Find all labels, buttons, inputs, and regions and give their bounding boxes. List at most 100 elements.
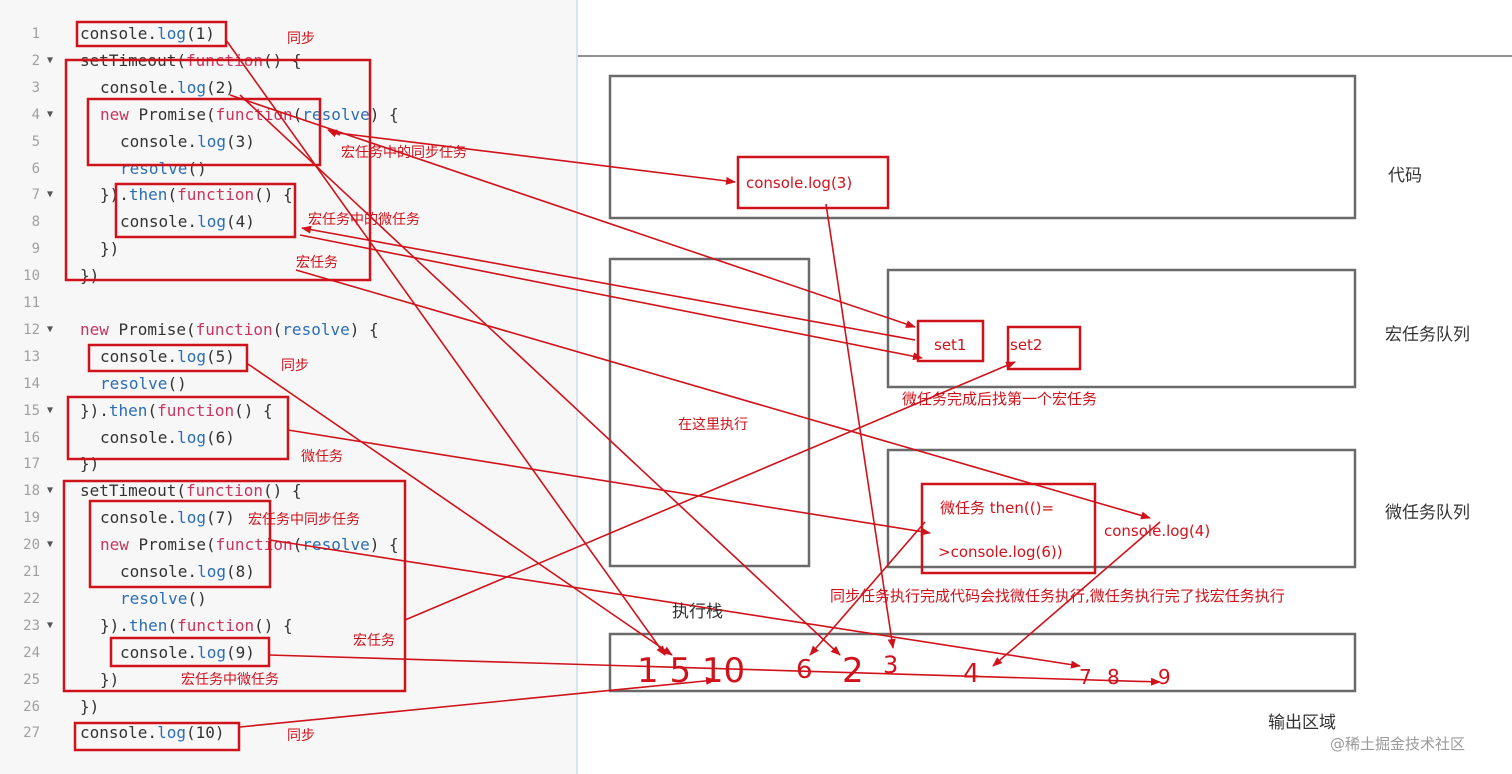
code-text: }).then(function() {	[80, 398, 273, 424]
code-token: resolve	[120, 158, 188, 178]
line-number: 12	[23, 321, 40, 338]
code-line-7: 7▼}).then(function() {	[0, 182, 577, 208]
code-token: resolve	[302, 535, 370, 555]
code-line-23: 23▼}).then(function() {	[0, 613, 577, 639]
line-number: 27	[23, 725, 40, 742]
fold-arrow-icon[interactable]: ▼	[47, 485, 54, 497]
fold-arrow-icon[interactable]: ▼	[47, 108, 54, 120]
line-number: 6	[31, 160, 40, 177]
code-token: (9)	[225, 642, 255, 662]
code-token: (4)	[225, 212, 255, 232]
arrow-log10-to-output	[239, 676, 716, 728]
line-number: 4	[31, 106, 40, 123]
code-token: new	[80, 319, 119, 339]
line-number: 13	[23, 348, 40, 365]
code-token: (	[167, 615, 178, 635]
box-log1	[75, 20, 228, 48]
output-3: 3	[883, 651, 899, 679]
code-token: new	[100, 535, 139, 555]
output-2: 2	[842, 651, 864, 691]
code-token: console.	[120, 562, 198, 581]
line-number: 3	[31, 79, 40, 96]
line-number: 2	[31, 52, 40, 69]
code-text: console.log(10)	[80, 720, 225, 746]
region-label-output: 输出区域	[1268, 713, 1336, 733]
code-token: console.	[120, 212, 198, 232]
annotation-micro-6: 微任务	[301, 449, 343, 465]
code-token: console.	[120, 131, 198, 151]
code-text: resolve()	[120, 586, 207, 612]
line-number: 17	[23, 456, 40, 473]
code-token: new	[100, 104, 139, 124]
macro-queue-box	[886, 268, 1357, 389]
code-text: console.log(1)	[80, 21, 215, 47]
output-6: 6	[796, 655, 813, 685]
line-number: 21	[23, 564, 40, 580]
code-token: then	[128, 185, 168, 205]
code-line-9: 9})	[0, 236, 577, 262]
arrow-set1-to-log4	[301, 225, 916, 341]
watermark: @稀土掘金技术社区	[1330, 735, 1466, 753]
fold-arrow-icon[interactable]: ▼	[47, 619, 54, 631]
code-text: new Promise(function(resolve) {	[80, 317, 379, 343]
note-order-rule: 同步任务执行完成代码会找微任务执行,微任务执行完了找宏任务执行	[830, 587, 1285, 605]
code-token: ()	[187, 588, 207, 608]
line-number: 18	[23, 483, 40, 500]
box-log5	[87, 343, 249, 373]
arrow-log6-to-micro	[287, 429, 931, 536]
code-token: setTimeout(	[80, 481, 186, 501]
annotation-macro-micro-9: 宏任务中微任务	[181, 672, 279, 688]
fold-arrow-icon[interactable]: ▼	[47, 323, 54, 335]
annotation-macro-sync: 宏任务中的同步任务	[341, 145, 467, 161]
code-token: (	[272, 319, 283, 339]
code-token: (	[147, 400, 158, 420]
output-8: 8	[1107, 665, 1120, 689]
line-number: 5	[31, 133, 40, 150]
code-token: console.	[80, 723, 158, 743]
code-token: (10)	[185, 723, 225, 743]
box-log4	[114, 182, 297, 239]
code-text: console.log(7)	[100, 505, 235, 531]
code-token: log	[177, 427, 206, 447]
micro-queue-box	[886, 448, 1357, 569]
code-token: }).	[100, 185, 129, 205]
region-label-micro-queue: 微任务队列	[1385, 503, 1470, 523]
fold-arrow-icon[interactable]: ▼	[47, 539, 54, 551]
line-number: 24	[23, 644, 40, 661]
fold-arrow-icon[interactable]: ▼	[47, 404, 54, 416]
code-token: function	[157, 400, 235, 420]
code-text: }).then(function() {	[100, 613, 293, 639]
arrow-log2-to-output	[239, 94, 841, 656]
fold-arrow-icon[interactable]: ▼	[47, 54, 54, 66]
call-stack-box	[608, 257, 811, 568]
arrow-log9-to-output	[268, 654, 1161, 686]
code-token: (8)	[225, 562, 255, 581]
stack-note: 在这里执行	[678, 417, 748, 433]
box-settimeout-2	[62, 479, 407, 693]
fold-arrow-icon[interactable]: ▼	[47, 189, 54, 201]
code-token: console.	[100, 77, 178, 97]
code-token: Promise(	[118, 319, 196, 339]
code-text: console.log(3)	[120, 129, 255, 155]
code-token: (5)	[205, 346, 235, 366]
arrow-log5-to-output	[247, 363, 673, 656]
box-settimeout-1	[64, 58, 372, 282]
code-token: })	[100, 669, 120, 689]
code-token: log	[157, 24, 186, 43]
code-token: ()	[187, 158, 207, 178]
line-number: 10	[23, 268, 40, 285]
line-number: 20	[23, 537, 40, 554]
code-line-25: 25})	[0, 667, 577, 693]
arrow-log1-to-output	[225, 39, 666, 656]
arrow-log3-to-code	[329, 131, 736, 185]
code-token: Promise(	[138, 104, 216, 124]
annotation-macro-micro: 宏任务中的微任务	[308, 212, 420, 228]
code-text: setTimeout(function() {	[80, 478, 302, 504]
editor-divider	[576, 0, 578, 774]
line-number: 22	[23, 590, 40, 607]
code-token: function	[185, 481, 264, 501]
